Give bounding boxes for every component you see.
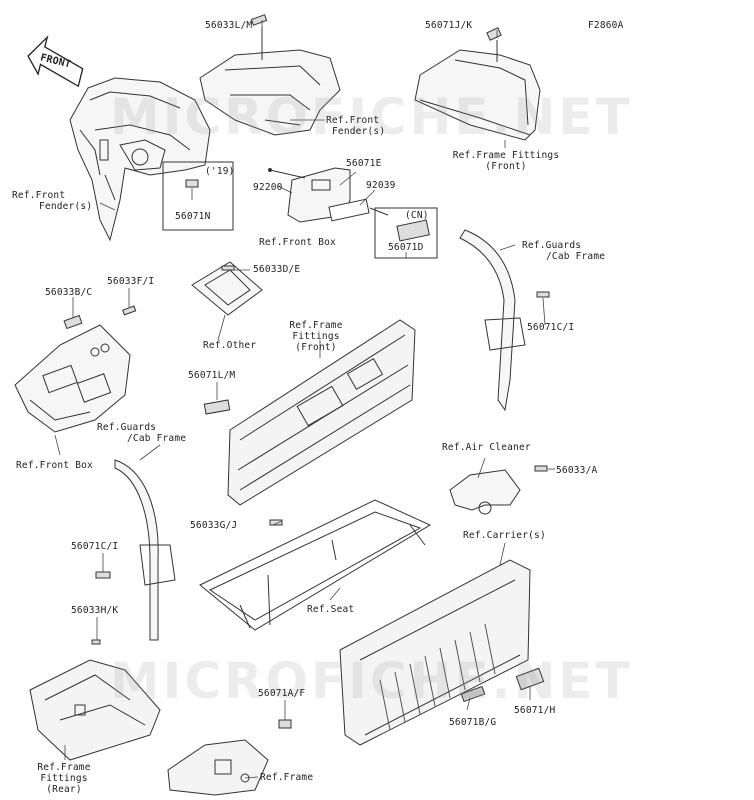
label-ref-guards-cab-right: Ref.Guards /Cab Frame bbox=[522, 240, 606, 262]
label-56071LM: 56071L/M bbox=[188, 370, 236, 381]
frame-fittings-front-top bbox=[414, 27, 541, 141]
label-ref-front-box-top: Ref.Front Box bbox=[259, 237, 336, 248]
label-ref-frame-fittings-front-top: Ref.Frame Fittings (Front) bbox=[452, 150, 560, 172]
diagram-code: F2860A bbox=[588, 20, 624, 31]
label-92200: 92200 bbox=[253, 182, 283, 193]
front-box-part bbox=[268, 167, 389, 223]
front-arrow bbox=[27, 35, 84, 88]
frame-fittings-rear-part bbox=[29, 659, 161, 761]
label-ref-seat: Ref.Seat bbox=[307, 604, 355, 615]
frame-fittings-front-panel bbox=[203, 319, 416, 506]
other-cover-part bbox=[191, 261, 263, 316]
label-cn: (CN) bbox=[405, 210, 429, 221]
guards-cab-frame-right bbox=[459, 229, 550, 412]
label-56071CI-right: 56071C/I bbox=[527, 322, 575, 333]
label-ref-front-fender-left: Ref.Front Fender(s) bbox=[12, 190, 93, 212]
front-box-dash-part bbox=[14, 305, 137, 433]
air-cleaner-part bbox=[449, 465, 548, 515]
label-ref-other: Ref.Other bbox=[203, 340, 257, 351]
frame-part bbox=[167, 719, 292, 796]
label-56071CI-left: 56071C/I bbox=[71, 541, 119, 552]
label-56033HK: 56033H/K bbox=[71, 605, 119, 616]
label-56033BC: 56033B/C bbox=[45, 287, 93, 298]
label-92039: 92039 bbox=[366, 180, 396, 191]
fender-tray-part bbox=[199, 14, 341, 136]
label-56033FI: 56033F/I bbox=[107, 276, 155, 287]
label-ref-frame: Ref.Frame bbox=[260, 772, 314, 783]
carrier-part bbox=[339, 559, 545, 746]
label-ref-air-cleaner: Ref.Air Cleaner bbox=[442, 442, 531, 453]
label-year-19: ('19) bbox=[205, 166, 235, 177]
watermark-bottom: MICROFICHE.NET bbox=[110, 652, 633, 710]
label-56033A: 56033/A bbox=[556, 465, 598, 476]
label-ref-front-box-left: Ref.Front Box bbox=[16, 460, 93, 471]
guards-cab-frame-left bbox=[91, 459, 176, 645]
label-56071BG: 56071B/G bbox=[449, 717, 497, 728]
label-56071E: 56071E bbox=[346, 158, 382, 169]
label-56071AF: 56071A/F bbox=[258, 688, 306, 699]
label-ref-frame-fittings-front-mid: Ref.Frame Fittings (Front) bbox=[289, 320, 343, 353]
label-56033DE: 56033D/E bbox=[253, 264, 301, 275]
label-ref-carriers: Ref.Carrier(s) bbox=[463, 530, 546, 541]
label-56071JK: 56071J/K bbox=[425, 20, 473, 31]
label-56071H: 56071/H bbox=[514, 705, 556, 716]
label-ref-guards-cab-left: Ref.Guards /Cab Frame bbox=[97, 422, 187, 444]
front-fender-part bbox=[69, 77, 211, 242]
label-56071D: 56071D bbox=[388, 242, 424, 253]
year-19-box bbox=[162, 161, 234, 231]
watermark-top: MICROFICHE.NET bbox=[110, 88, 633, 146]
label-56071N: 56071N bbox=[175, 211, 211, 222]
leader-lines bbox=[54, 20, 555, 779]
label-56033GJ: 56033G/J bbox=[190, 520, 238, 531]
label-ref-front-fender-top: Ref.Front Fender(s) bbox=[326, 115, 386, 137]
seat-frame-part bbox=[199, 499, 432, 631]
label-56033LM: 56033L/M bbox=[205, 20, 253, 31]
label-ref-frame-fittings-rear: Ref.Frame Fittings (Rear) bbox=[37, 762, 91, 795]
